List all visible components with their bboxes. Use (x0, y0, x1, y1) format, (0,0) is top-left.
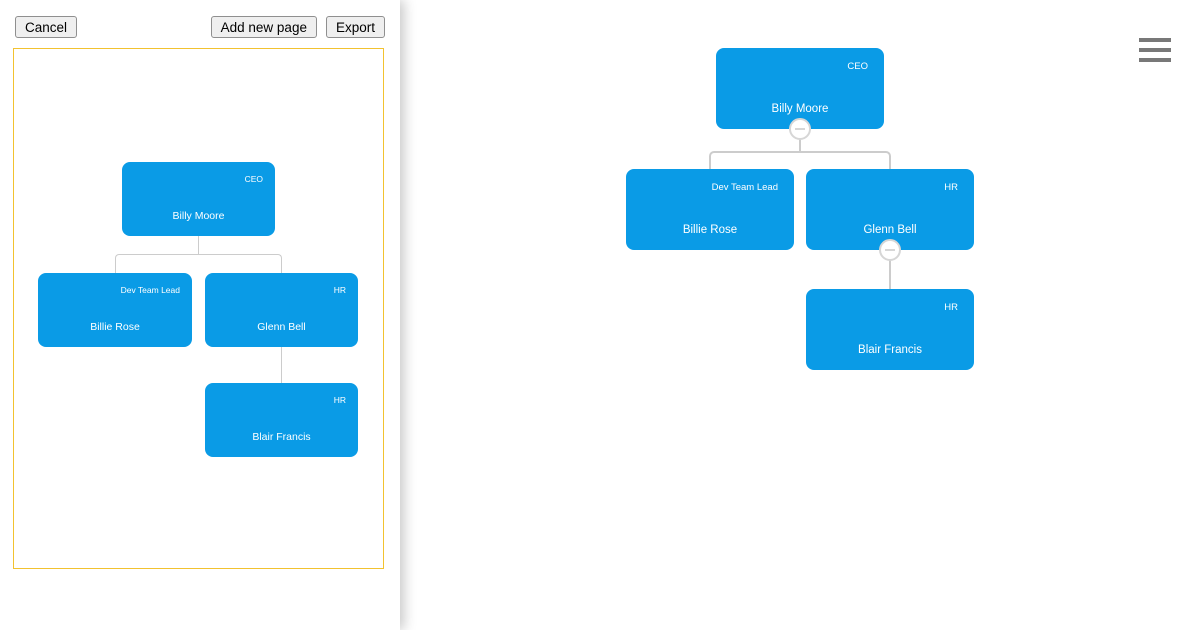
page-preview[interactable]: CEO Billy Moore Dev Team Lead Billie Ros… (13, 48, 384, 569)
toolbar-right-group: Add new page Export (210, 16, 385, 38)
node-name: Billy Moore (172, 210, 225, 222)
add-new-page-button[interactable]: Add new page (210, 16, 317, 38)
hamburger-bar (1139, 48, 1171, 52)
node-role: CEO (847, 61, 868, 72)
node-name: Billie Rose (90, 321, 140, 333)
org-node-glenn-bell[interactable]: HR Glenn Bell (806, 169, 974, 250)
connector-drop (889, 250, 891, 289)
node-role: Dev Team Lead (711, 182, 778, 193)
node-role: Dev Team Lead (120, 285, 180, 295)
collapse-button-glenn-bell[interactable] (879, 239, 901, 261)
toolbar: Cancel Add new page Export (15, 16, 385, 38)
org-node-billy-moore[interactable]: CEO Billy Moore (716, 48, 884, 129)
org-node-blair-francis[interactable]: HR Blair Francis (806, 289, 974, 370)
node-role: HR (944, 182, 958, 193)
collapse-button-billy-moore[interactable] (789, 118, 811, 140)
node-role: HR (944, 302, 958, 313)
node-role: HR (333, 395, 346, 405)
org-node-billie-rose[interactable]: Dev Team Lead Billie Rose (626, 169, 794, 250)
node-name: Billy Moore (771, 103, 829, 115)
node-name: Glenn Bell (863, 224, 917, 236)
node-name: Blair Francis (858, 344, 922, 356)
node-name: Glenn Bell (257, 321, 306, 333)
preview-connector-elbow (115, 254, 282, 273)
hamburger-menu-icon[interactable] (1139, 38, 1171, 62)
preview-node-blair-francis: HR Blair Francis (205, 383, 358, 457)
node-role: HR (333, 285, 346, 295)
preview-node-billy-moore: CEO Billy Moore (122, 162, 275, 236)
node-name: Billie Rose (682, 224, 738, 236)
preview-connector-stub (198, 235, 199, 254)
node-role: CEO (244, 174, 263, 184)
connector-elbow (709, 151, 891, 170)
preview-connector-drop (281, 347, 282, 383)
connector-stub (799, 139, 801, 153)
preview-node-glenn-bell: HR Glenn Bell (205, 273, 358, 347)
preview-node-billie-rose: Dev Team Lead Billie Rose (38, 273, 192, 347)
left-panel: Cancel Add new page Export CEO Billy Moo… (0, 0, 400, 630)
cancel-button[interactable]: Cancel (15, 16, 78, 38)
node-name: Blair Francis (252, 431, 311, 443)
hamburger-bar (1139, 58, 1171, 62)
hamburger-bar (1139, 38, 1171, 42)
export-button[interactable]: Export (325, 16, 385, 38)
